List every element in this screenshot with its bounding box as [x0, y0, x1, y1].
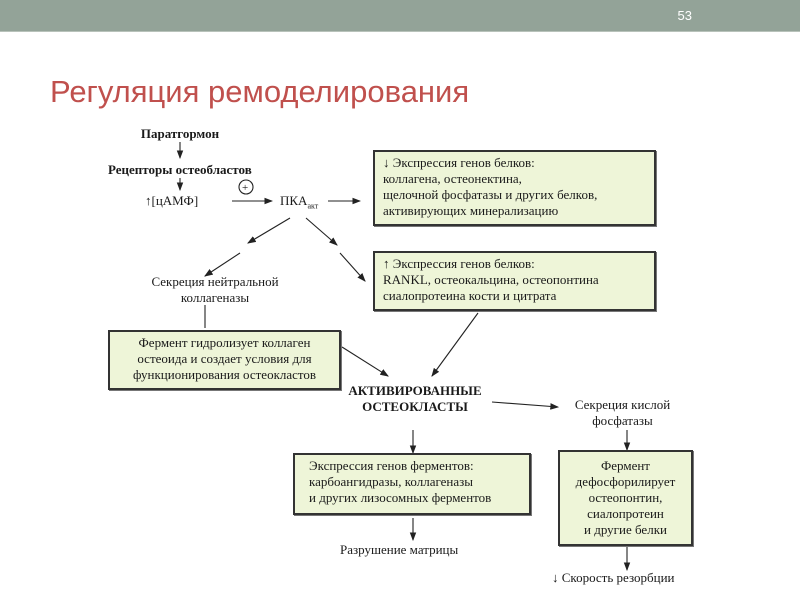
- box1-line: щелочной фосфатазы и других белков,: [383, 187, 598, 202]
- box4-line: карбоангидразы, коллагеназы: [309, 474, 474, 489]
- box2-line: сиалопротеина кости и цитрата: [383, 288, 557, 303]
- box3-line: остеоида и создает условия для: [137, 351, 312, 366]
- resorption-rate: ↓ Скорость резорбции: [552, 570, 675, 585]
- text-line: АКТИВИРОВАННЫЕ: [348, 383, 482, 398]
- box5-line: Фермент: [601, 458, 650, 473]
- plus-sign: +: [242, 182, 249, 194]
- page-number: 53: [677, 8, 692, 23]
- activated-osteoclasts: АКТИВИРОВАННЫЕ ОСТЕОКЛАСТЫ: [340, 383, 490, 415]
- box5-line: и другие белки: [584, 522, 667, 537]
- box-enzyme-hydrolyzes: Фермент гидролизует коллаген остеоида и …: [108, 330, 341, 390]
- receptors-label: Рецепторы остеобластов: [108, 162, 252, 177]
- pth-label: Паратгормон: [140, 126, 220, 141]
- box5-line: сиалопротеин: [587, 506, 664, 521]
- pka-subscript: акт: [307, 201, 319, 211]
- box-enzyme-dephosphorylates: Фермент дефосфорилирует остеопонтин, сиа…: [558, 450, 693, 546]
- acid-phosphatase-secretion: Секреция кислой фосфатазы: [560, 397, 685, 429]
- box3-line: функционирования остеокластов: [132, 367, 317, 382]
- box4-line: Экспрессия генов ферментов:: [309, 458, 474, 473]
- box3-line: Фермент гидролизует коллаген: [138, 335, 311, 350]
- box5-line: остеопонтин,: [588, 490, 663, 505]
- pka-text: ПКА: [280, 193, 308, 208]
- box1-line: активирующих минерализацию: [383, 203, 559, 218]
- text-line: коллагеназы: [180, 290, 250, 305]
- top-bar: 53: [0, 0, 800, 32]
- box2-line: ↑ Экспрессия генов белков:: [383, 256, 535, 271]
- text-line: ОСТЕОКЛАСТЫ: [362, 399, 468, 414]
- box-enzyme-expression: Экспрессия генов ферментов: карбоангидра…: [293, 453, 531, 515]
- box2-line: RANKL, остеокальцина, остеопонтина: [383, 272, 599, 287]
- slide-title: Регуляция ремоделирования: [50, 74, 470, 109]
- box4-line: и других лизосомных ферментов: [309, 490, 492, 505]
- box-decreased-expression: ↓ Экспрессия генов белков: коллагена, ос…: [373, 150, 656, 226]
- text-line: Секреция нейтральной: [151, 274, 279, 289]
- pka-label: ПКАакт: [280, 193, 318, 215]
- camp-label: ↑[цАМФ]: [145, 193, 199, 208]
- box1-line: коллагена, остеонектина,: [383, 171, 522, 186]
- box1-line: ↓ Экспрессия генов белков:: [383, 155, 535, 170]
- neutral-collagenase-secretion: Секреция нейтральной коллагеназы: [130, 274, 300, 306]
- box-increased-expression: ↑ Экспрессия генов белков: RANKL, остеок…: [373, 251, 656, 311]
- text-line: Секреция кислой: [574, 397, 671, 412]
- matrix-destruction: Разрушение матрицы: [340, 542, 459, 557]
- text-line: фосфатазы: [592, 413, 653, 428]
- box5-line: дефосфорилирует: [575, 474, 676, 489]
